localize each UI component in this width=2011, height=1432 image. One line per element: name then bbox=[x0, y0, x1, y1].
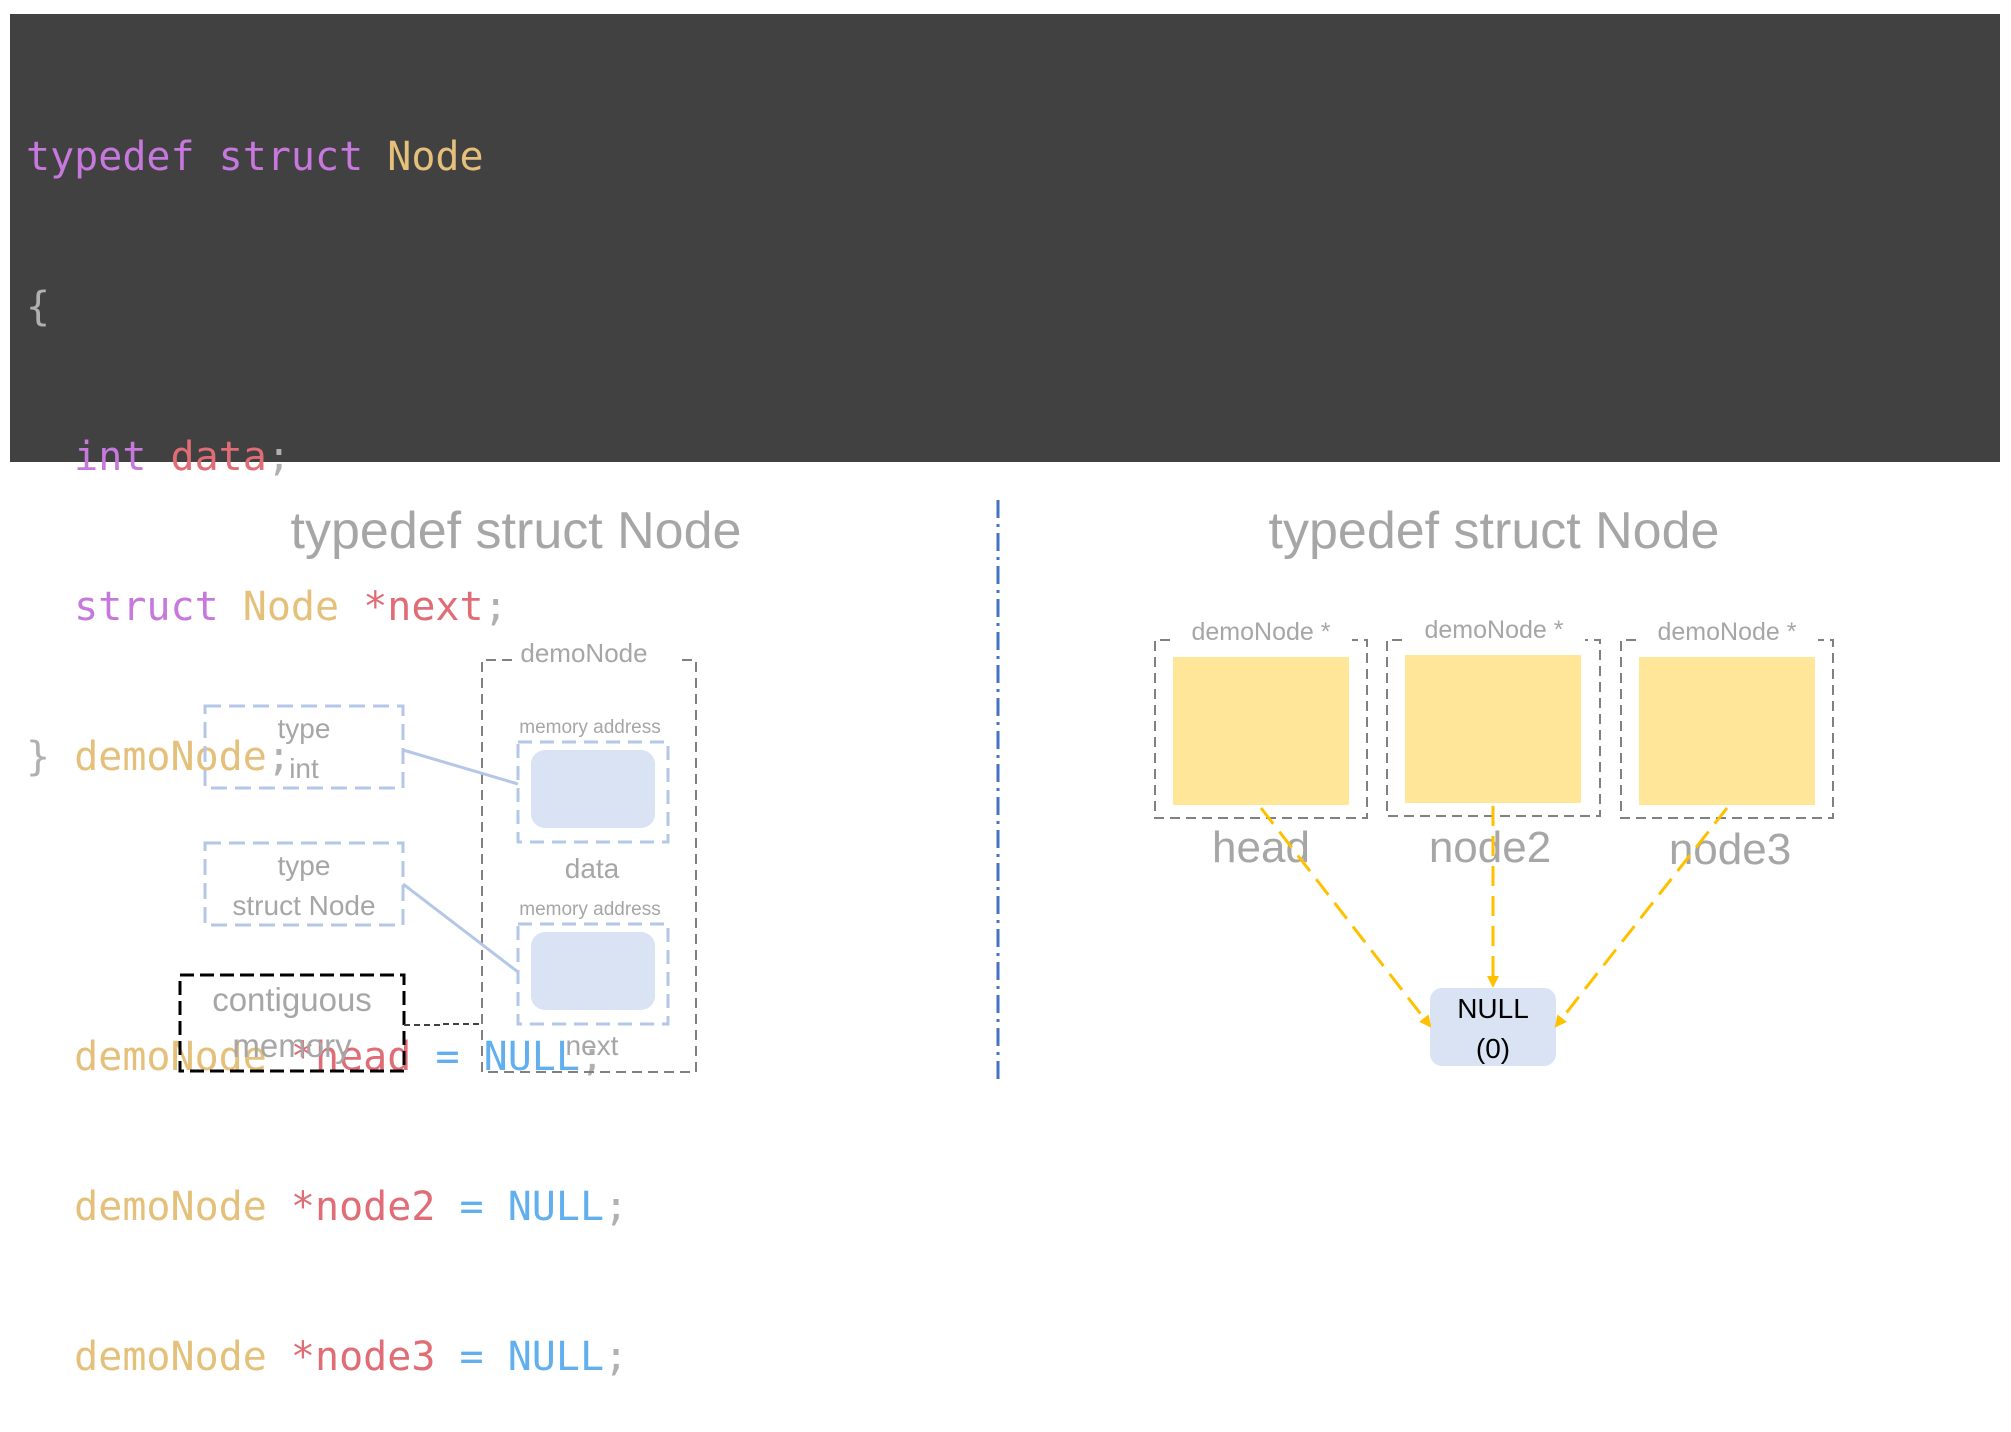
head-pointer-box bbox=[1173, 657, 1349, 805]
head-pointer-frame bbox=[1154, 639, 1368, 819]
code-brace: } bbox=[26, 734, 51, 780]
code-line-4: struct Node *next; bbox=[26, 582, 2000, 632]
code-brace: { bbox=[26, 284, 51, 330]
code-null: NULL bbox=[483, 1034, 580, 1080]
code-semicolon: ; bbox=[483, 584, 508, 630]
code-eq: = bbox=[435, 1034, 460, 1080]
node3-pointer-box bbox=[1639, 657, 1815, 805]
type-int-connector bbox=[402, 748, 519, 786]
diagram-canvas: typedef struct Node demoNode memory addr… bbox=[178, 500, 1834, 1085]
code-keyword: typedef struct bbox=[26, 134, 364, 180]
contiguous-memory-box bbox=[178, 973, 406, 1073]
next-field-name: next bbox=[566, 1030, 619, 1061]
code-var: *node3 bbox=[290, 1334, 436, 1380]
type-struct-line1: type bbox=[278, 850, 331, 881]
code-null: NULL bbox=[507, 1184, 605, 1230]
data-memory-box bbox=[531, 750, 655, 828]
code-null: NULL bbox=[507, 1334, 605, 1380]
node3-pointer-type: demoNode * bbox=[1658, 618, 1797, 646]
contiguous-line1: contiguous bbox=[212, 981, 372, 1018]
code-line-decl-node2: demoNode *node2 = NULL; bbox=[26, 1182, 2000, 1232]
code-line-1: typedef struct Node bbox=[26, 132, 2000, 182]
code-semicolon: ; bbox=[604, 1334, 629, 1380]
type-int-line2: int bbox=[289, 753, 319, 784]
node2-pointer-type: demoNode * bbox=[1425, 616, 1564, 644]
code-line-2: { bbox=[26, 282, 2000, 332]
node3-pointer-frame bbox=[1620, 639, 1834, 819]
node3-to-null-arrow bbox=[1554, 807, 1729, 1028]
type-struct-box bbox=[203, 841, 405, 927]
head-to-null-arrow bbox=[1259, 807, 1432, 1028]
code-keyword: struct bbox=[74, 584, 219, 630]
left-diagram-title: typedef struct Node bbox=[291, 502, 742, 560]
next-field-frame bbox=[516, 922, 670, 1026]
data-field-name: data bbox=[565, 853, 620, 884]
code-type: demoNode bbox=[74, 1184, 267, 1230]
code-field: data bbox=[170, 434, 267, 480]
demonode-container bbox=[481, 659, 697, 1073]
data-address-caption: memory address bbox=[519, 717, 661, 738]
code-line-3: int data; bbox=[26, 432, 2000, 482]
code-semicolon: ; bbox=[266, 734, 291, 780]
type-int-box bbox=[203, 704, 405, 790]
type-int-line1: type bbox=[278, 713, 331, 744]
null-box-line2: (0) bbox=[1476, 1033, 1510, 1064]
code-eq: = bbox=[459, 1334, 484, 1380]
code-eq: = bbox=[459, 1184, 484, 1230]
code-line-5: } demoNode; bbox=[26, 732, 2000, 782]
code-type: demoNode bbox=[74, 1334, 267, 1380]
null-box-line1: NULL bbox=[1457, 993, 1529, 1024]
node3-pointer-name: node3 bbox=[1669, 825, 1791, 874]
code-semicolon: ; bbox=[604, 1184, 629, 1230]
node2-pointer-box bbox=[1405, 655, 1581, 803]
code-type: Node bbox=[387, 134, 484, 180]
data-field-frame bbox=[516, 740, 670, 844]
code-type: int bbox=[74, 434, 147, 480]
code-type: Node bbox=[242, 584, 340, 630]
next-address-caption: memory address bbox=[519, 899, 661, 920]
head-pointer-type: demoNode * bbox=[1192, 618, 1331, 646]
demonode-label: demoNode bbox=[520, 638, 647, 668]
type-struct-connector bbox=[402, 882, 519, 974]
code-line-decl-node3: demoNode *node3 = NULL; bbox=[26, 1332, 2000, 1382]
type-struct-line2: struct Node bbox=[232, 890, 375, 921]
code-type: demoNode bbox=[74, 734, 267, 780]
node2-pointer-name: node2 bbox=[1429, 823, 1551, 872]
contiguous-line2: memory bbox=[232, 1027, 352, 1064]
null-box bbox=[1430, 988, 1556, 1066]
right-diagram-title: typedef struct Node bbox=[1269, 502, 1720, 560]
head-pointer-name: head bbox=[1212, 823, 1310, 872]
code-field: *next bbox=[363, 584, 484, 630]
code-semicolon: ; bbox=[266, 434, 291, 480]
next-memory-box bbox=[531, 932, 655, 1010]
contiguous-connector bbox=[404, 1023, 482, 1026]
code-var: *node2 bbox=[290, 1184, 436, 1230]
